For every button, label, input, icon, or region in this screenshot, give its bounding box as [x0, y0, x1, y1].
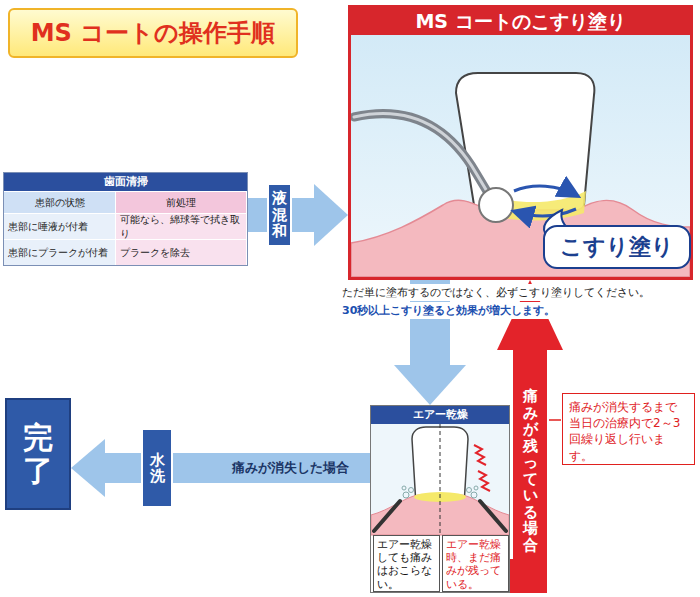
note-text: 30秒以上こすり塗ると効果が増大します。 [340, 302, 698, 319]
node-text: 痛みが消失するまで当日の治療内で2～3回繰り返し行います。 [569, 399, 688, 464]
note-box: 痛みが消失するまで当日の治療内で2～3回繰り返し行います。 [562, 393, 695, 465]
table-cell: 可能なら、綿球等で拭き取り [116, 213, 247, 239]
caption-box: エアー乾燥しても痛みはおこらない。 [373, 535, 440, 592]
flow-arrow [497, 280, 563, 576]
arrow-shaft [173, 453, 370, 483]
rubbing-illustration [351, 35, 690, 277]
node-text: エアー乾燥時、まだ痛みが残っている。 [446, 538, 505, 591]
title-banner: MS コートの操作手順 [8, 8, 298, 58]
caption-box: エアー乾燥時、まだ痛みが残っている。 [442, 535, 509, 592]
edge-label: 痛みが残っている場合 [523, 388, 538, 553]
callout-box: こすり塗り [543, 225, 691, 269]
arrow-head [314, 184, 348, 246]
flow-arrow [71, 439, 141, 497]
title-text: MS コートの操作手順 [31, 17, 276, 49]
air-dry-illustration [371, 423, 509, 535]
air-dry-panel: エアー乾燥エアー乾燥しても痛みはおこらない。エアー乾燥時、まだ痛みが残っている。 [370, 405, 510, 593]
node-text: こすり塗り [560, 232, 674, 262]
note-text: ただ単に塗布するのではなく、必ずこすり塗りしてください。 [340, 284, 698, 301]
node-text: 水洗 [150, 452, 165, 485]
table-cell: 患部にプラークが付着 [4, 239, 116, 265]
node-text: 完了 [23, 421, 53, 487]
table-cell: 患部の状態 [4, 191, 116, 213]
arrow-head [394, 365, 466, 405]
node-text: エアー乾燥しても痛みはおこらない。 [377, 538, 436, 591]
wash-box: 水洗 [141, 428, 173, 508]
arrow-shaft [104, 453, 141, 483]
done-box: 完了 [5, 398, 71, 510]
edge-label: 痛みが消失した場合 [232, 459, 349, 477]
cleaning-table: 歯面清掃患部の状態前処理患部に唾液が付着可能なら、綿球等で拭き取り患部にプラーク… [3, 172, 248, 266]
table-cell: 患部に唾液が付着 [4, 213, 116, 239]
arrow-head [71, 439, 105, 497]
table-grid: 患部の状態前処理患部に唾液が付着可能なら、綿球等で拭き取り患部にプラークが付着プ… [4, 191, 247, 265]
table-cell: 前処理 [116, 191, 247, 213]
leader-line [549, 419, 561, 421]
node-text: 歯面清掃 [4, 173, 247, 191]
edge-label-box: 液混和 [267, 183, 292, 247]
edge-label: 液混和 [272, 190, 287, 240]
node-text: MS コートのこすり塗り [351, 8, 690, 35]
table-cell: プラークを除去 [116, 239, 247, 265]
edge-label-box: 痛みが残っている場合 [520, 383, 541, 558]
node-text: エアー乾燥 [371, 406, 509, 424]
edge-label-box: 痛みが消失した場合 [228, 458, 353, 478]
flow-arrow [248, 184, 348, 246]
rubbing-panel: MS コートのこすり塗りこすり塗り [348, 5, 693, 280]
